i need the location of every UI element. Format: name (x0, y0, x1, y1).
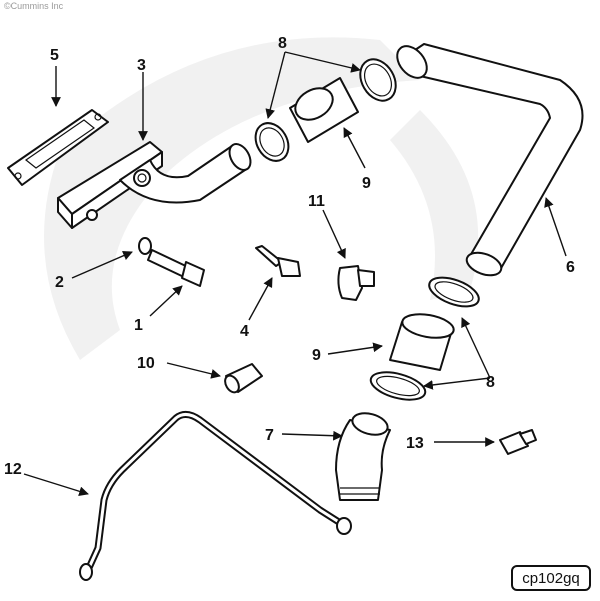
watermark-logo (44, 37, 479, 360)
callout-4: 4 (240, 323, 249, 340)
callout-8-lower: 8 (486, 374, 495, 391)
callout-8-upper: 8 (278, 35, 287, 52)
leader-lines (23, 51, 567, 497)
elbow-fitting-part (337, 265, 375, 301)
callout-1: 1 (134, 317, 143, 334)
callout-9-upper: 9 (362, 175, 371, 192)
outlet-elbow-part (335, 412, 391, 501)
capscrew-part (147, 249, 205, 287)
water-tube-part (396, 43, 584, 277)
washer-part (138, 237, 152, 255)
figure-code-label: cp102gq (511, 565, 591, 591)
callout-3: 3 (137, 57, 146, 74)
plug-fitting-part (499, 429, 537, 455)
hose-clamp-part (369, 371, 427, 401)
callout-2: 2 (55, 274, 64, 291)
copyright-notice: ©Cummins Inc (4, 1, 64, 11)
callout-7: 7 (265, 427, 274, 444)
flange-capscrew-part (255, 245, 301, 277)
callout-9-lower: 9 (312, 347, 321, 364)
drain-tube-part (79, 411, 352, 581)
callout-6: 6 (566, 259, 575, 276)
callout-11: 11 (308, 193, 325, 210)
hose-part (389, 313, 455, 371)
gasket-part (7, 109, 109, 186)
callout-10: 10 (137, 355, 155, 372)
callout-12: 12 (4, 461, 22, 478)
callout-5: 5 (50, 47, 59, 64)
connector-fitting-part (224, 363, 263, 394)
water-outlet-elbow-part (57, 141, 252, 229)
hose-clamp-part (428, 276, 480, 308)
hose-clamp-part (359, 58, 397, 102)
hose-clamp-part (254, 122, 290, 162)
hose-part (289, 77, 359, 143)
callout-13: 13 (406, 435, 424, 452)
